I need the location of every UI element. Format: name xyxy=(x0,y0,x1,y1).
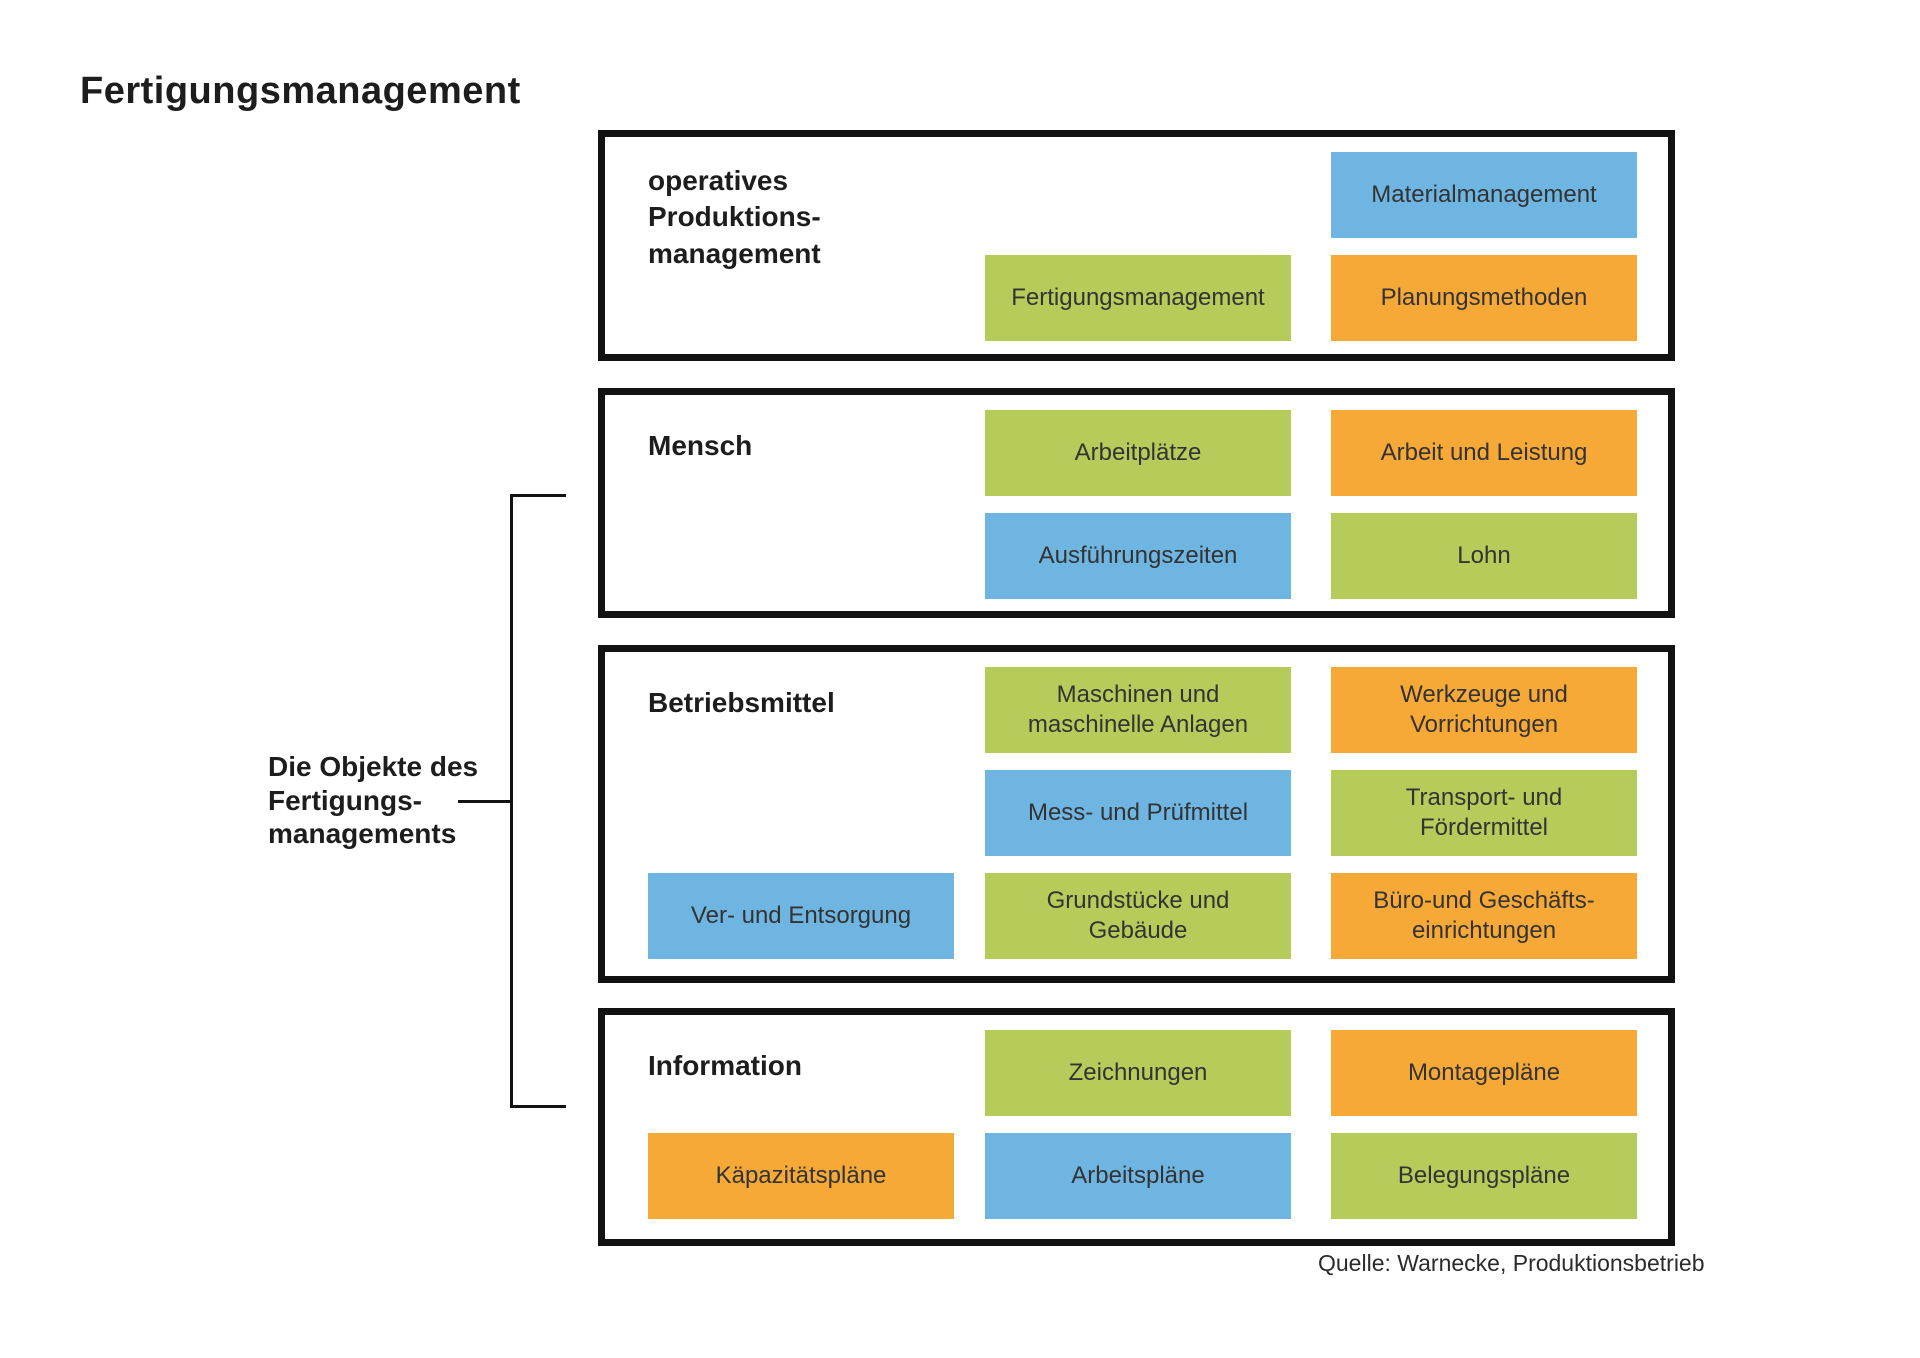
node-arbeit-und-leistung: Arbeit und Leistung xyxy=(1331,410,1637,496)
bracket-vertical-line xyxy=(510,494,513,1108)
source-credit: Quelle: Warnecke, Produktionsbetrieb xyxy=(1318,1250,1705,1276)
node-planungsmethoden: Planungsmethoden xyxy=(1331,255,1637,341)
bracket-caption-connector xyxy=(458,800,511,803)
group-box-information: Information Zeichnungen Montagepläne Käp… xyxy=(598,1008,1675,1246)
node-maschinen-und-maschinelle-anlagen: Maschinen und maschinelle Anlagen xyxy=(985,667,1291,753)
node-fertigungsmanagement: Fertigungsmanagement xyxy=(985,255,1291,341)
page-title: Fertigungsmanagement xyxy=(80,70,521,112)
node-kapazitaetsplaene: Käpazitätspläne xyxy=(648,1133,954,1219)
node-montageplaene: Montagepläne xyxy=(1331,1030,1637,1116)
node-buero-und-geschaeftseinrichtungen: Büro-und Geschäfts- einrichtungen xyxy=(1331,873,1637,959)
node-arbeitsplaene: Arbeitspläne xyxy=(985,1133,1291,1219)
node-ausfuehrungszeiten: Ausführungszeiten xyxy=(985,513,1291,599)
node-zeichnungen: Zeichnungen xyxy=(985,1030,1291,1116)
bracket-bottom-stub xyxy=(512,1105,566,1108)
box-label: Betriebsmittel xyxy=(648,687,835,718)
group-box-betriebsmittel: Betriebsmittel Maschinen und maschinelle… xyxy=(598,645,1675,983)
box-label: operatives Produktions- management xyxy=(648,165,821,269)
node-ver-und-entsorgung: Ver- und Entsorgung xyxy=(648,873,954,959)
box-label: Mensch xyxy=(648,430,753,461)
node-mess-und-pruefmittel: Mess- und Prüfmittel xyxy=(985,770,1291,856)
box-label: Information xyxy=(648,1050,802,1081)
node-werkzeuge-und-vorrichtungen: Werkzeuge und Vorrichtungen xyxy=(1331,667,1637,753)
node-materialmanagement: Materialmanagement xyxy=(1331,152,1637,238)
node-belegungsplaene: Belegungspläne xyxy=(1331,1133,1637,1219)
bracket-top-stub xyxy=(512,494,566,497)
node-lohn: Lohn xyxy=(1331,513,1637,599)
node-grundstuecke-und-gebaeude: Grundstücke und Gebäude xyxy=(985,873,1291,959)
group-box-mensch: Mensch Arbeitplätze Arbeit und Leistung … xyxy=(598,388,1675,618)
node-transport-und-foerdermittel: Transport- und Fördermittel xyxy=(1331,770,1637,856)
side-caption: Die Objekte des Fertigungs- managements xyxy=(268,751,479,850)
group-box-operatives-produktionsmanagement: operatives Produktions- management Mater… xyxy=(598,130,1675,361)
node-arbeitplaetze: Arbeitplätze xyxy=(985,410,1291,496)
